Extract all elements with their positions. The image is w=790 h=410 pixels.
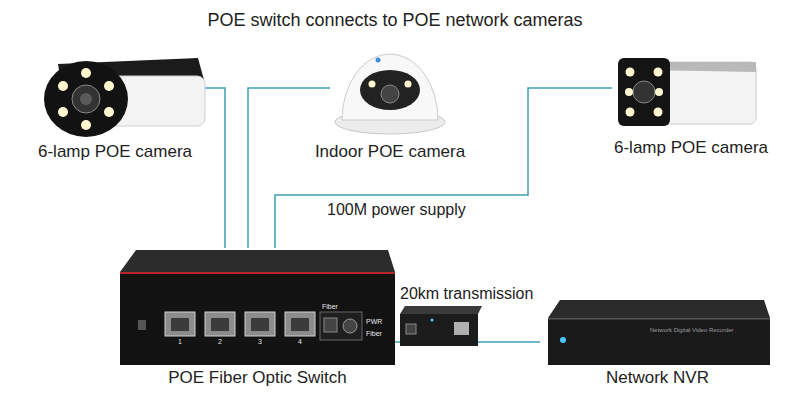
edge-label: 20km transmission [398, 284, 535, 304]
diagram-title: POE switch connects to POE network camer… [0, 9, 790, 31]
device-label: POE Fiber Optic Switch [80, 368, 435, 388]
device-label: 6-lamp POE camera [0, 142, 245, 162]
switch-front [120, 272, 395, 365]
port-label: 3 [258, 338, 262, 346]
converter-body [400, 314, 478, 346]
camera-led [625, 88, 633, 96]
model-text: Network Digital Video Recorder [650, 326, 734, 334]
rj45-port [454, 322, 469, 335]
dome-camera [335, 54, 445, 134]
camera-led [626, 108, 635, 117]
nvr-edge [548, 318, 770, 320]
device-label: 6-lamp POE camera [572, 138, 790, 158]
camera-led [104, 107, 114, 117]
status-led [431, 319, 434, 322]
camera-led [104, 81, 114, 91]
fiber-port [324, 318, 337, 332]
device-node: Network NVR [540, 298, 775, 390]
poe-cable [275, 88, 612, 248]
port-socket [171, 318, 189, 331]
switch-stripe [120, 272, 395, 274]
edge-label: 100M power supply [325, 200, 468, 220]
camera-lens [72, 85, 100, 113]
camera-led [405, 81, 412, 88]
dome-shell [342, 54, 438, 120]
device-node: Indoor POE camera [330, 40, 450, 167]
camera-led [58, 81, 68, 91]
camera-led [81, 68, 91, 78]
port-label: Fiber [366, 330, 382, 338]
port-label: Fiber [322, 303, 338, 311]
camera-led [369, 81, 376, 88]
camera-lens [80, 93, 92, 105]
bullet-camera [618, 58, 756, 126]
device-node: POE Fiber Optic Switch [120, 248, 395, 390]
nvr-front [548, 318, 770, 365]
port-label: PWR [366, 318, 382, 326]
device-label: Indoor POE camera [290, 142, 490, 162]
rj45-port [205, 312, 235, 336]
switch-button [138, 320, 146, 330]
port-socket [291, 318, 309, 331]
camera-body [640, 62, 756, 124]
status-led [560, 337, 566, 343]
camera-led [58, 107, 68, 117]
fiber-module [320, 312, 362, 340]
port-socket [251, 318, 269, 331]
rj45-port [245, 312, 275, 336]
fiber-port [343, 319, 357, 333]
camera-led [626, 68, 635, 77]
rj45-port [165, 312, 195, 336]
media-converter [400, 306, 482, 346]
port-label: 4 [298, 338, 302, 346]
dome-band [360, 70, 420, 110]
camera-led [654, 108, 663, 117]
device-node: 6-lamp POE camera [25, 50, 205, 168]
port-socket [211, 318, 229, 331]
poe-cable [248, 88, 330, 248]
fiber-port [406, 324, 416, 334]
poe-cable [205, 88, 225, 248]
dome-lens [381, 85, 399, 103]
port-label: 2 [218, 338, 222, 346]
converter-top [400, 306, 482, 314]
device-node: 6-lamp POE camera [612, 50, 770, 162]
camera-face [618, 58, 670, 126]
camera-led [81, 120, 91, 130]
nvr-recorder [548, 300, 770, 365]
camera-led [654, 68, 663, 77]
nvr-top [548, 300, 770, 318]
camera-led [655, 88, 663, 96]
rj45-port [285, 312, 315, 336]
camera-lens [633, 81, 655, 103]
poe-switch [120, 250, 395, 365]
status-led [376, 58, 381, 63]
bullet-camera [44, 58, 205, 137]
switch-top [120, 250, 395, 272]
device-label: Network NVR [500, 368, 790, 388]
camera-face [44, 61, 128, 137]
port-label: 1 [178, 338, 182, 346]
